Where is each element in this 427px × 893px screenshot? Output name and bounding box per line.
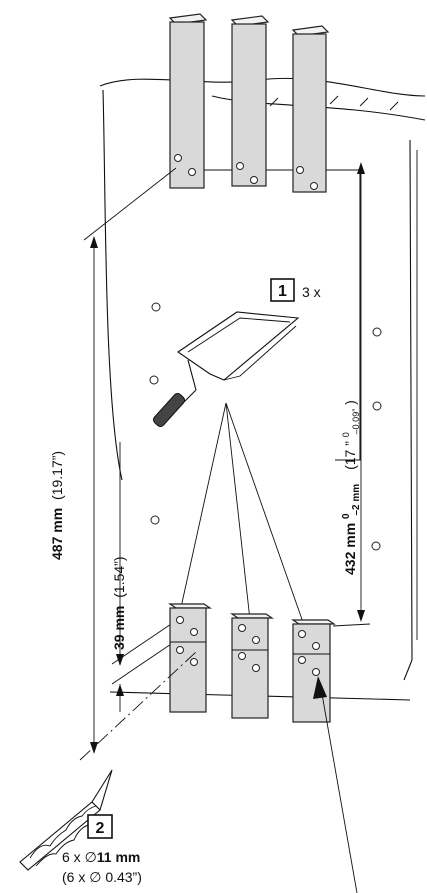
dim-487-label: 487 mm (19.17”) [49,451,65,560]
bottom-rail-3 [291,619,336,723]
dim-432-label: 432 mm 0 –2 mm (17 ” 0 –0.09” ) [336,400,362,575]
top-rail-2 [230,15,270,187]
step-1-quantity: 3 x [302,284,321,300]
bottom-rail-1 [168,603,212,713]
bottom-rail-2 [230,613,274,719]
top-rail-1 [168,13,208,189]
dimension-39: 39 mm (1.54”) [111,442,181,712]
step-1-callout: 1 3 x [270,278,321,302]
pointer-arrow [313,676,358,893]
drill-axis-line [79,651,197,761]
cut-indicator-lines [179,402,306,629]
drill-bit-icon [19,769,113,871]
step-1-number: 1 [278,283,287,300]
dimension-432: 432 mm 0 –2 mm (17 ” 0 –0.09” ) [332,162,371,627]
wall-mounting-holes [149,302,382,551]
step-2-callout: 2 6 x ∅11 mm (6 x ∅ 0.43”) [62,814,142,885]
step-2-number-box [87,814,113,839]
dim-39-label: 39 mm (1.54”) [111,557,127,650]
step-2-number: 2 [96,820,105,837]
step-1-number-box [270,278,295,302]
hacksaw-icon [152,311,300,427]
step-2-quantity-imperial: (6 x ∅ 0.43”) [62,869,142,885]
top-rail-3 [291,25,330,193]
dimension-487: 487 mm (19.17”) [49,167,177,754]
step-2-quantity: 6 x ∅11 mm [62,849,140,865]
